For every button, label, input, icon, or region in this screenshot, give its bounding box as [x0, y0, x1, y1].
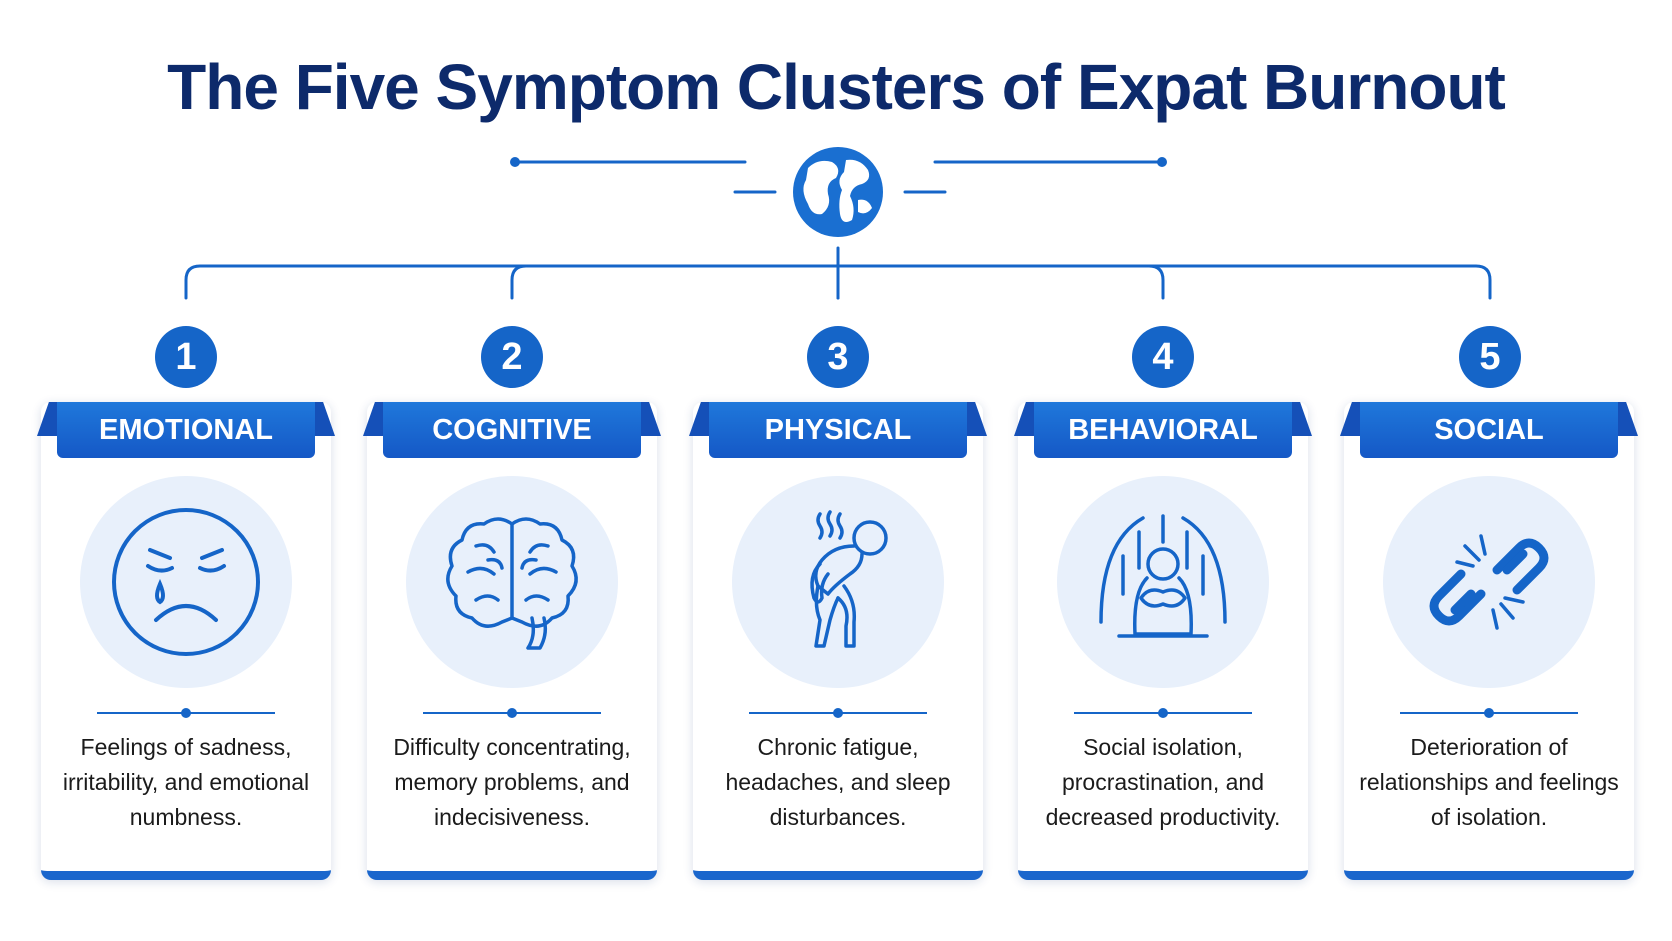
- icon-circle: [406, 476, 618, 688]
- icon-circle: [1383, 476, 1595, 688]
- cluster-label: EMOTIONAL: [57, 402, 315, 458]
- cluster-description: Social isolation, procrastination, and d…: [1045, 734, 1281, 830]
- sad-face-icon: [112, 508, 260, 656]
- cluster-number-badge: 3: [807, 326, 869, 388]
- cluster-card-emotional: EMOTIONAL Feelings of sadness, irritabil…: [37, 402, 335, 880]
- divider: [749, 708, 927, 718]
- icon-circle: [80, 476, 292, 688]
- cluster-label: COGNITIVE: [383, 402, 641, 458]
- tired-person-icon: [810, 510, 888, 648]
- divider: [1074, 708, 1252, 718]
- cluster-label: PHYSICAL: [709, 402, 967, 458]
- divider: [423, 708, 601, 718]
- cluster-number-badge: 4: [1132, 326, 1194, 388]
- divider: [97, 708, 275, 718]
- brain-icon: [446, 517, 578, 650]
- cluster-description: Deterioration of relationships and feeli…: [1359, 734, 1619, 830]
- icon-circle: [732, 476, 944, 688]
- broken-link-icon: [1429, 534, 1549, 630]
- globe-icon: [793, 147, 883, 237]
- cluster-card-cognitive: COGNITIVE Difficulty concentrating, memo…: [363, 402, 661, 880]
- cluster-label: BEHAVIORAL: [1034, 402, 1292, 458]
- page-title: The Five Symptom Clusters of Expat Burno…: [167, 51, 1506, 123]
- cluster-description: Feelings of sadness, irritability, and e…: [62, 734, 310, 830]
- cluster-card-physical: PHYSICAL Chronic fatigue, headaches, and…: [689, 402, 987, 880]
- cluster-label: SOCIAL: [1360, 402, 1618, 458]
- cluster-card-behavioral: BEHAVIORAL Social isolation, procrastina…: [1014, 402, 1312, 880]
- cluster-description: Difficulty concentrating, memory problem…: [393, 734, 631, 830]
- cluster-number-badge: 1: [155, 326, 217, 388]
- cluster-number-badge: 5: [1459, 326, 1521, 388]
- divider: [1400, 708, 1578, 718]
- cluster-card-social: SOCIAL Deterioration of relationships an…: [1340, 402, 1638, 880]
- isolated-person-icon: [1099, 514, 1227, 638]
- cluster-description: Chronic fatigue, headaches, and sleep di…: [725, 734, 951, 830]
- icon-circle: [1057, 476, 1269, 688]
- cluster-number-badge: 2: [481, 326, 543, 388]
